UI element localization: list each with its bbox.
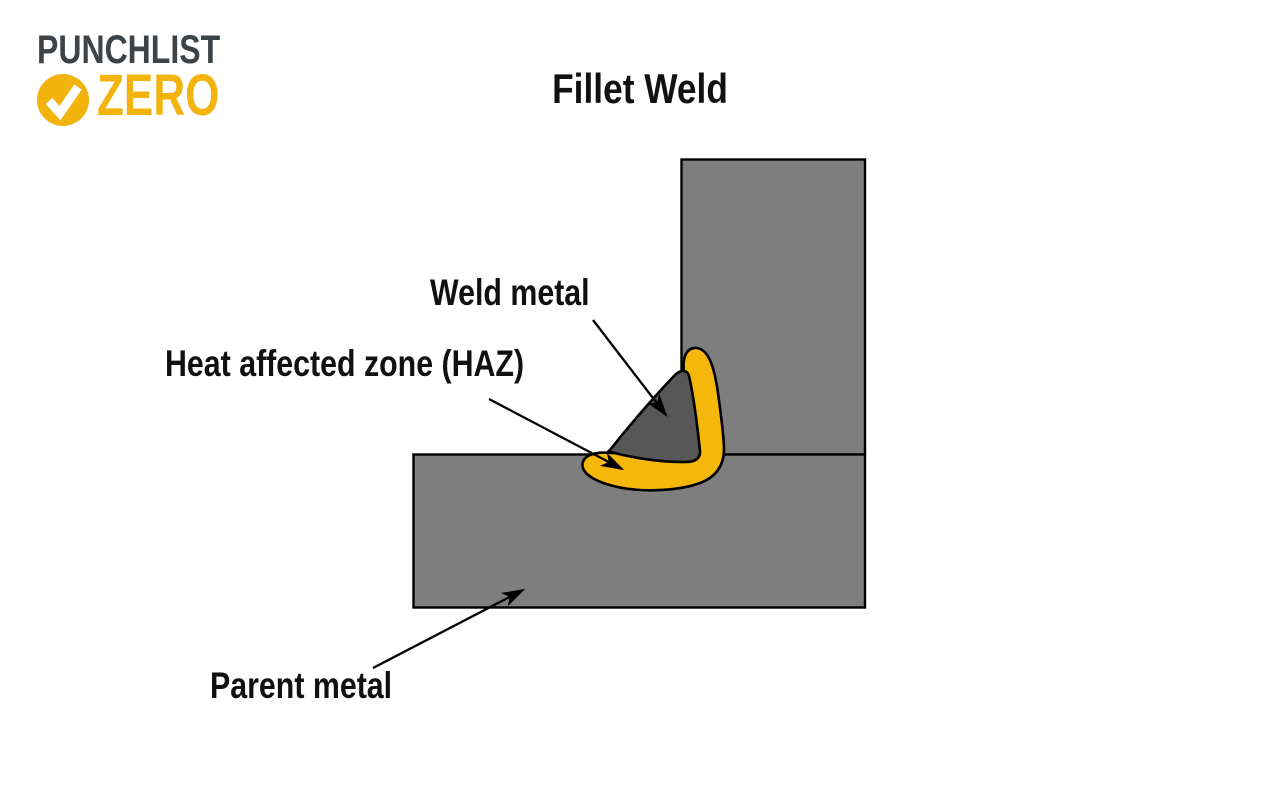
- label-heat-affected-zone: Heat affected zone (HAZ): [165, 343, 525, 384]
- logo-wordmark-zero: ZERO: [97, 63, 220, 128]
- label-weld-metal: Weld metal: [430, 272, 590, 313]
- check-circle-icon: [37, 74, 89, 126]
- weld-metal-region: [606, 369, 702, 464]
- parent-metal-arrow: [372, 588, 526, 670]
- label-parent-metal: Parent metal: [210, 665, 393, 706]
- logo-wordmark-punchlist: PUNCHLIST: [37, 28, 221, 72]
- check-icon: [45, 84, 82, 121]
- weld-metal-arrow: [592, 319, 668, 417]
- page-title: Fillet Weld: [552, 65, 728, 113]
- haz-arrow: [488, 397, 625, 471]
